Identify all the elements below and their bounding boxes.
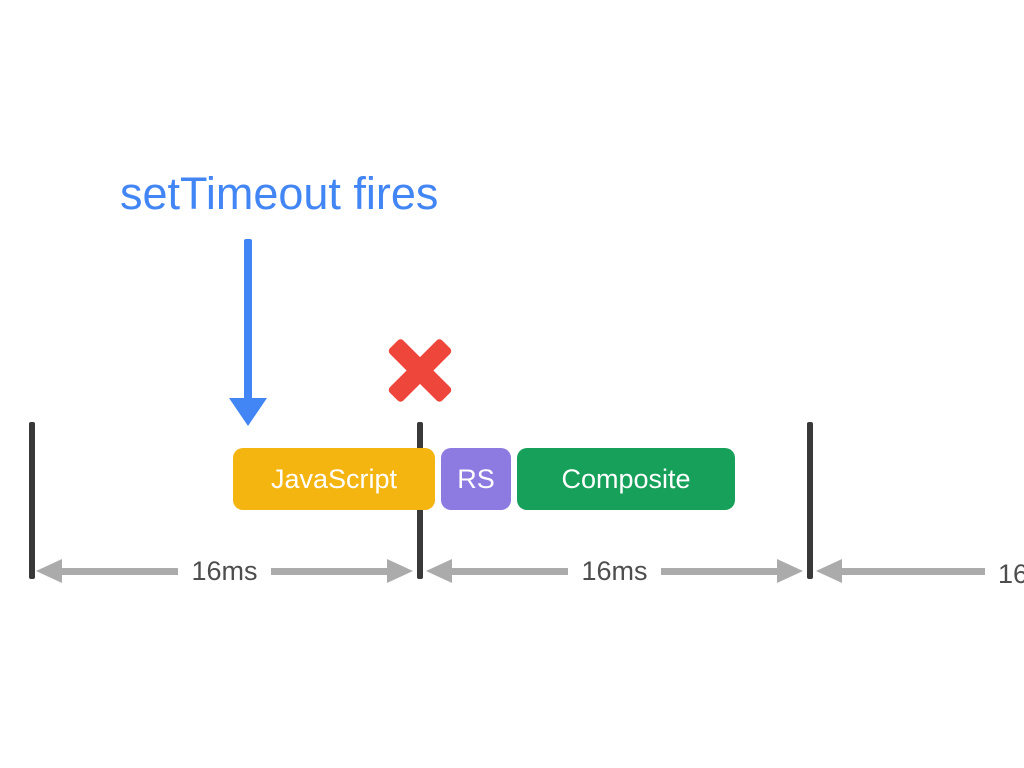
- task-block-javascript: JavaScript: [233, 448, 435, 510]
- arrowhead-left-icon: [426, 559, 452, 583]
- frame-boundary-bar: [807, 422, 813, 579]
- task-label: Composite: [561, 463, 691, 494]
- interval-measure-2: 16ms: [426, 556, 803, 586]
- interval-label: 16ms: [191, 556, 258, 586]
- arrowhead-right-icon: [387, 559, 413, 583]
- arrowhead-left-icon: [816, 559, 842, 583]
- measure-line: [62, 567, 179, 575]
- interval-measure-3: 16: [816, 558, 1024, 589]
- measure-line: [270, 567, 387, 575]
- task-label: JavaScript: [270, 463, 398, 494]
- settimeout-fires-label: setTimeout fires: [120, 168, 439, 219]
- interval-measure-1: 16ms: [36, 556, 413, 586]
- arrowhead-left-icon: [36, 559, 62, 583]
- x-mark-icon: [381, 334, 459, 406]
- down-arrow-shaft: [244, 239, 252, 401]
- frame-boundary-bar: [29, 422, 35, 579]
- task-block-rs: RS: [441, 448, 511, 510]
- interval-label: 16: [997, 559, 1024, 589]
- task-block-composite: Composite: [517, 448, 735, 510]
- interval-label: 16ms: [581, 556, 648, 586]
- measure-line: [452, 567, 569, 575]
- measure-line: [842, 567, 985, 575]
- down-arrow-head: [229, 398, 267, 426]
- task-label: RS: [457, 463, 495, 494]
- arrowhead-right-icon: [777, 559, 803, 583]
- measure-line: [660, 567, 777, 575]
